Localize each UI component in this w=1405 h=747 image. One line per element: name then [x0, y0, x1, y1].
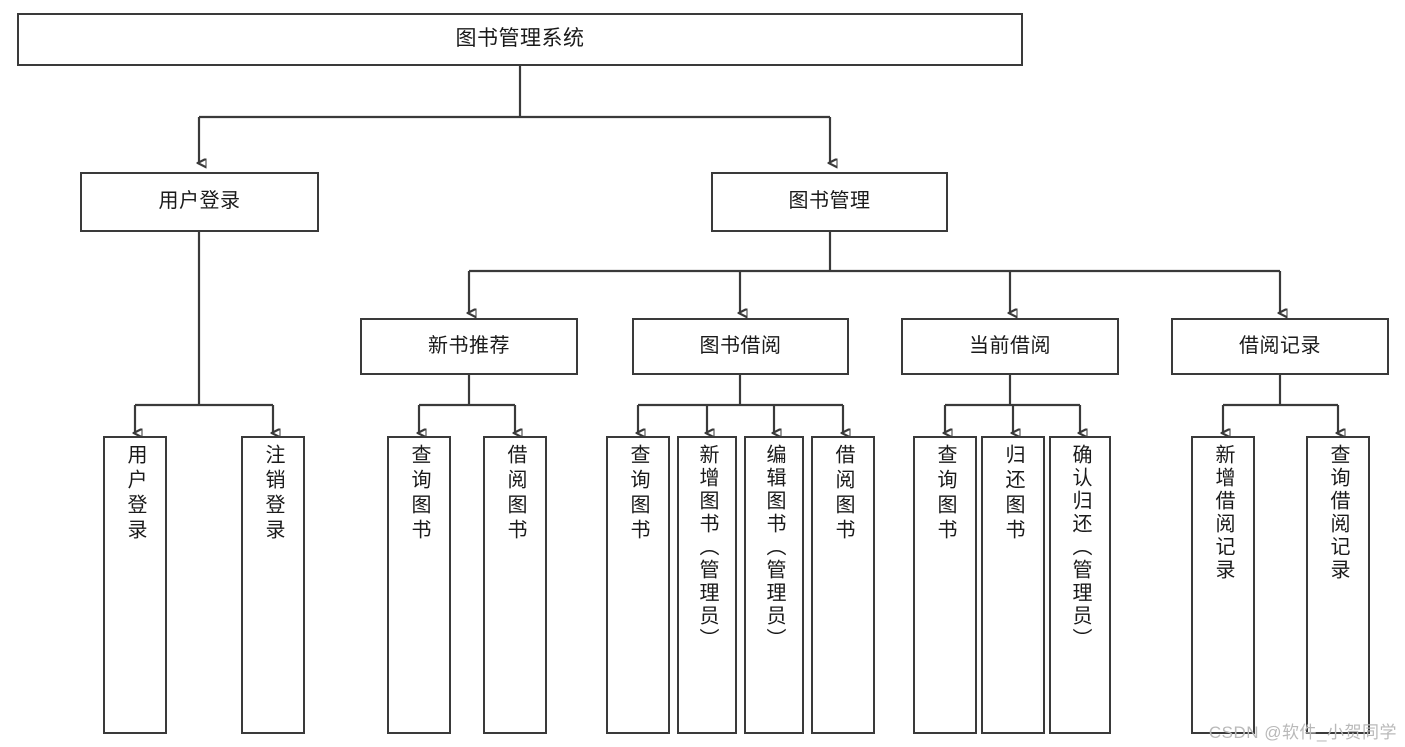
node-user-login[interactable]: 用户登录: [80, 172, 319, 232]
leaf-borrow-record-query[interactable]: 查询借阅记录: [1306, 436, 1370, 734]
node-book-borrow[interactable]: 图书借阅: [632, 318, 849, 375]
leaf-book-borrow-query-label: 查询图书: [627, 444, 649, 544]
leaf-new-book-borrow[interactable]: 借阅图书: [483, 436, 547, 734]
node-root-label: 图书管理系统: [455, 27, 585, 51]
node-book-borrow-label: 图书借阅: [699, 334, 782, 357]
leaf-new-book-borrow-label: 借阅图书: [504, 444, 526, 544]
leaf-book-borrow-edit-label: 编辑图书（管理员）: [763, 444, 785, 651]
node-book-manage[interactable]: 图书管理: [711, 172, 948, 232]
leaf-user-login-logout-label: 注销登录: [262, 444, 284, 544]
leaf-current-borrow-confirm[interactable]: 确认归还（管理员）: [1049, 436, 1111, 734]
node-root[interactable]: 图书管理系统: [17, 13, 1023, 66]
leaf-current-borrow-return-label: 归还图书: [1002, 444, 1024, 544]
leaf-book-borrow-edit[interactable]: 编辑图书（管理员）: [744, 436, 804, 734]
node-book-manage-label: 图书管理: [788, 190, 871, 213]
node-new-book-recommend-label: 新书推荐: [428, 334, 510, 357]
leaf-book-borrow-query[interactable]: 查询图书: [606, 436, 670, 734]
leaf-book-borrow-add[interactable]: 新增图书（管理员）: [677, 436, 737, 734]
node-borrow-record-label: 借阅记录: [1239, 334, 1321, 357]
leaf-current-borrow-query-label: 查询图书: [934, 444, 956, 544]
watermark: CSDN @软件_小贺同学: [1208, 723, 1397, 742]
node-new-book-recommend[interactable]: 新书推荐: [360, 318, 578, 375]
node-borrow-record[interactable]: 借阅记录: [1171, 318, 1389, 375]
leaf-current-borrow-query[interactable]: 查询图书: [913, 436, 977, 734]
leaf-user-login-login[interactable]: 用户登录: [103, 436, 167, 734]
node-current-borrow-label: 当前借阅: [969, 334, 1051, 357]
leaf-current-borrow-confirm-label: 确认归还（管理员）: [1069, 444, 1091, 651]
leaf-book-borrow-add-label: 新增图书（管理员）: [696, 444, 718, 651]
leaf-new-book-query-label: 查询图书: [408, 444, 430, 544]
leaf-user-login-login-label: 用户登录: [124, 444, 146, 544]
node-current-borrow[interactable]: 当前借阅: [901, 318, 1119, 375]
leaf-current-borrow-return[interactable]: 归还图书: [981, 436, 1045, 734]
leaf-user-login-logout[interactable]: 注销登录: [241, 436, 305, 734]
node-user-login-label: 用户登录: [158, 190, 241, 213]
leaf-borrow-record-add-label: 新增借阅记录: [1212, 444, 1234, 582]
leaf-book-borrow-borrow-label: 借阅图书: [832, 444, 854, 544]
leaf-book-borrow-borrow[interactable]: 借阅图书: [811, 436, 875, 734]
leaf-new-book-query[interactable]: 查询图书: [387, 436, 451, 734]
leaf-borrow-record-add[interactable]: 新增借阅记录: [1191, 436, 1255, 734]
leaf-borrow-record-query-label: 查询借阅记录: [1327, 444, 1349, 582]
